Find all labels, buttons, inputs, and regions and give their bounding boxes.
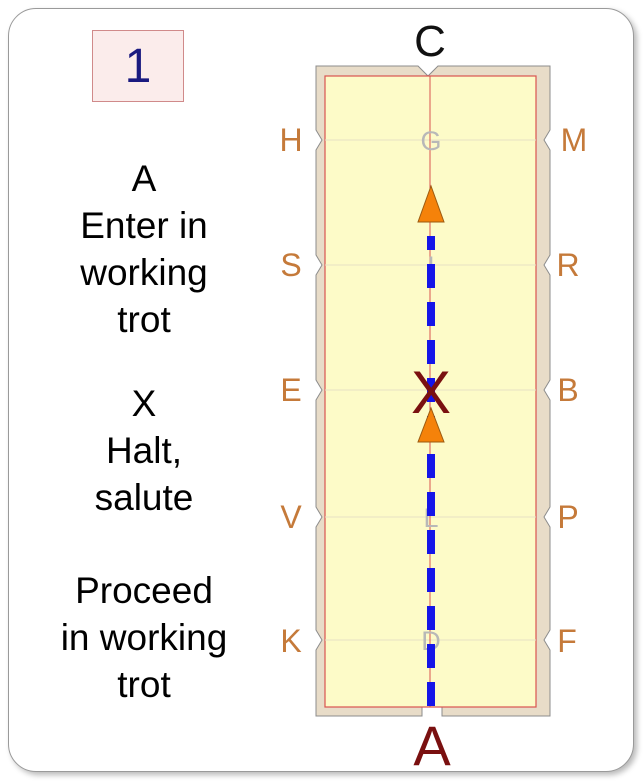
side-letter-b: B: [557, 372, 578, 408]
side-letter-m: M: [561, 122, 588, 158]
direction-arrow-icon: [417, 184, 445, 223]
side-letter-k: K: [280, 623, 301, 659]
instruction-line: trot: [117, 664, 171, 705]
direction-arrow-icon: [417, 406, 445, 443]
instruction-line: trot: [117, 299, 171, 340]
end-letter-c: C: [414, 17, 446, 66]
center-letter-g: G: [420, 126, 441, 156]
instruction-proceed: Proceed in working trot: [20, 567, 268, 708]
center-letter-d: D: [421, 626, 441, 656]
side-letter-p: P: [557, 499, 578, 535]
side-letter-v: V: [280, 499, 302, 535]
side-letter-h: H: [279, 122, 302, 158]
instruction-halt: X Halt, salute: [20, 380, 268, 521]
instruction-line: working: [80, 252, 208, 293]
test-number: 1: [124, 39, 152, 93]
instruction-line: Proceed: [75, 570, 213, 611]
end-letter-a: A: [413, 714, 451, 777]
side-letter-f: F: [557, 623, 577, 659]
side-letter-s: S: [280, 247, 301, 283]
instruction-line: salute: [94, 477, 194, 518]
instruction-enter: A Enter in working trot: [20, 155, 268, 343]
side-letter-e: E: [280, 372, 301, 408]
side-letter-r: R: [556, 247, 579, 283]
instruction-line: A: [131, 158, 157, 199]
instruction-line: Enter in: [80, 205, 208, 246]
instruction-line: X: [131, 383, 157, 424]
test-number-box: 1: [92, 30, 184, 102]
instruction-line: in working: [60, 617, 228, 658]
instruction-line: Halt,: [105, 430, 183, 471]
